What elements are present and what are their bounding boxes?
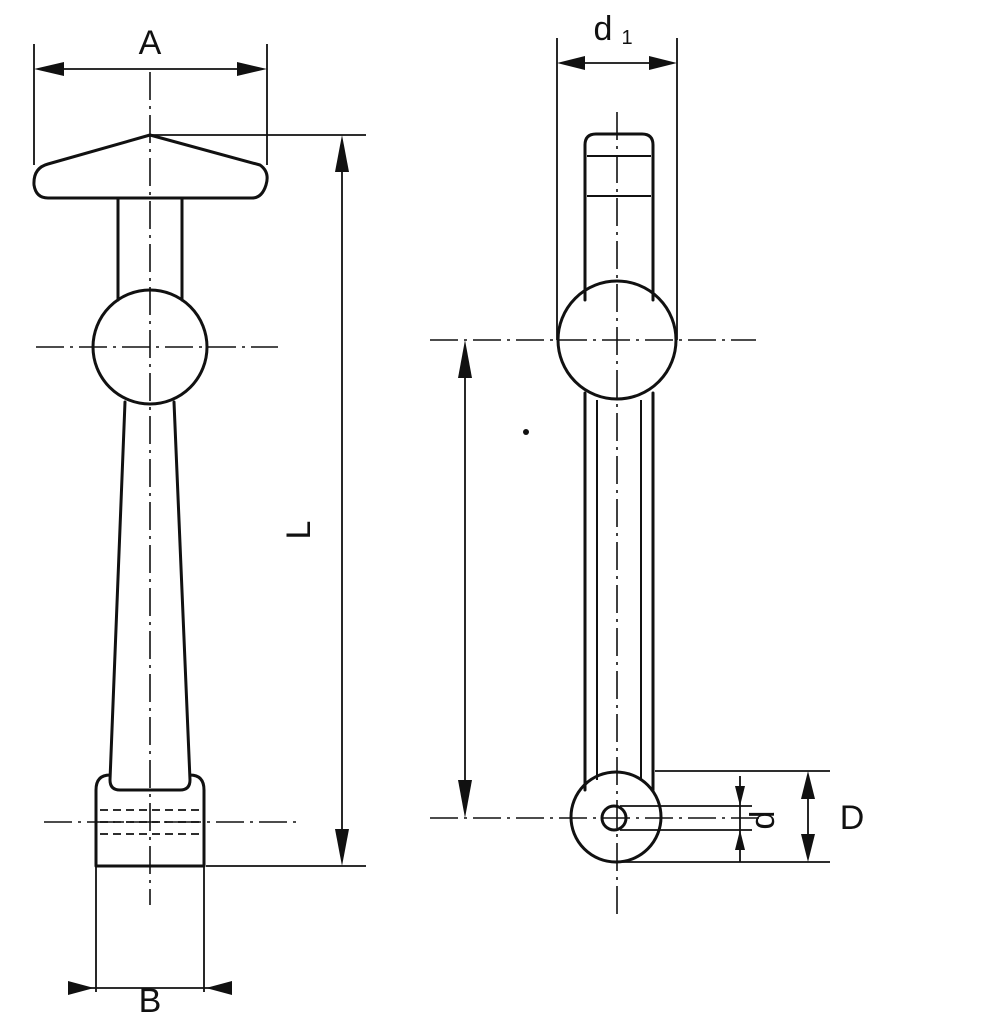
dimension-L: L (152, 134, 366, 867)
side-shaft (583, 391, 655, 792)
label-B: B (139, 982, 162, 1020)
dimension-d1: d 1 (556, 10, 678, 340)
dimension-D: D (620, 770, 865, 863)
front-view (32, 72, 302, 905)
dimension-B: B (68, 866, 232, 1020)
label-d1-subscript: 1 (621, 27, 632, 49)
stray-dot (523, 429, 529, 435)
dimension-A: A (33, 24, 268, 165)
front-lower-shaft (108, 400, 192, 792)
side-top-grip (583, 132, 655, 302)
label-d: d (744, 811, 782, 830)
label-D: D (840, 799, 865, 837)
side-hub (569, 770, 663, 864)
label-d1: d (594, 10, 613, 48)
front-upper-shaft (116, 196, 184, 302)
label-L: L (280, 521, 318, 540)
side-view (430, 112, 760, 918)
dimension-d: d (620, 776, 782, 862)
side-ball (556, 279, 678, 401)
front-t-head (32, 133, 269, 200)
dimension-ball-to-hub (458, 340, 472, 818)
label-A: A (139, 24, 162, 62)
